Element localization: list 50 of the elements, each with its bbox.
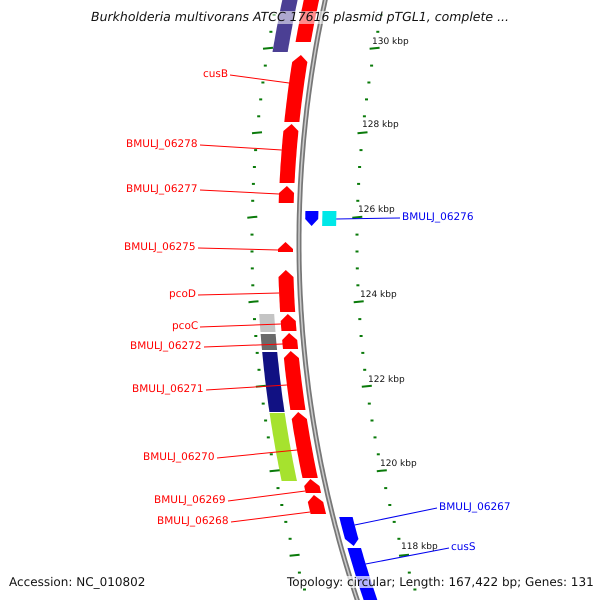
gene-label: BMULJ_06271 xyxy=(132,384,204,394)
gene-label: BMULJ_06272 xyxy=(130,341,202,352)
scale-label: 126 kbp xyxy=(358,206,395,214)
summary-note: Topology: circular; Length: 167,422 bp; Genes: 131 xyxy=(287,576,594,588)
scale-label: 128 kbp xyxy=(362,120,399,130)
leader-line xyxy=(206,384,288,390)
leader-line xyxy=(230,512,311,522)
gene-label: pcoD xyxy=(169,289,196,300)
scale-label: 120 kbp xyxy=(380,460,417,468)
gene-label: BMULJ_06276 xyxy=(402,212,474,222)
gene-feature xyxy=(292,412,318,478)
gene-label: BMULJ_06269 xyxy=(154,495,226,506)
gene-feature xyxy=(304,479,322,493)
leader-line xyxy=(336,218,400,220)
gene-feature xyxy=(339,517,358,546)
scale-label: 122 kbp xyxy=(368,376,405,384)
gene-label: BMULJ_06267 xyxy=(439,502,511,512)
scale-label: 118 kbp xyxy=(401,542,438,552)
gene-feature xyxy=(308,495,326,514)
gene-label: BMULJ_06277 xyxy=(126,184,198,194)
accession-note: Accession: NC_010802 xyxy=(9,576,146,588)
leader-line xyxy=(216,450,298,458)
gene-feature xyxy=(280,314,296,331)
gene-feature xyxy=(278,270,296,312)
gene-label: BMULJ_06268 xyxy=(157,516,229,526)
gene-feature xyxy=(278,186,294,203)
gene-feature xyxy=(284,55,308,122)
leader-line xyxy=(200,144,282,150)
gene-feature xyxy=(282,333,298,349)
scale-label: 130 kbp xyxy=(372,38,409,46)
gene-label: BMULJ_06278 xyxy=(126,139,198,150)
gene-label: cusB xyxy=(203,69,228,80)
leader-line xyxy=(198,248,278,250)
leader-line xyxy=(228,490,306,502)
gene-feature xyxy=(280,124,298,183)
gene-label: cusS xyxy=(451,542,476,552)
leader-line xyxy=(200,190,280,194)
gene-label: BMULJ_06275 xyxy=(124,242,196,252)
gene-feature xyxy=(278,242,293,252)
gene-feature xyxy=(322,211,336,226)
scale-label: 124 kbp xyxy=(360,290,397,300)
leader-line xyxy=(200,324,282,328)
gene-feature xyxy=(284,351,306,410)
gene-label: BMULJ_06270 xyxy=(143,452,215,462)
gene-label: pcoC xyxy=(172,321,198,332)
leader-line xyxy=(204,344,283,348)
leader-line xyxy=(230,74,290,84)
leader-line xyxy=(365,548,450,564)
leader-line xyxy=(198,292,280,296)
leader-line xyxy=(354,508,438,526)
